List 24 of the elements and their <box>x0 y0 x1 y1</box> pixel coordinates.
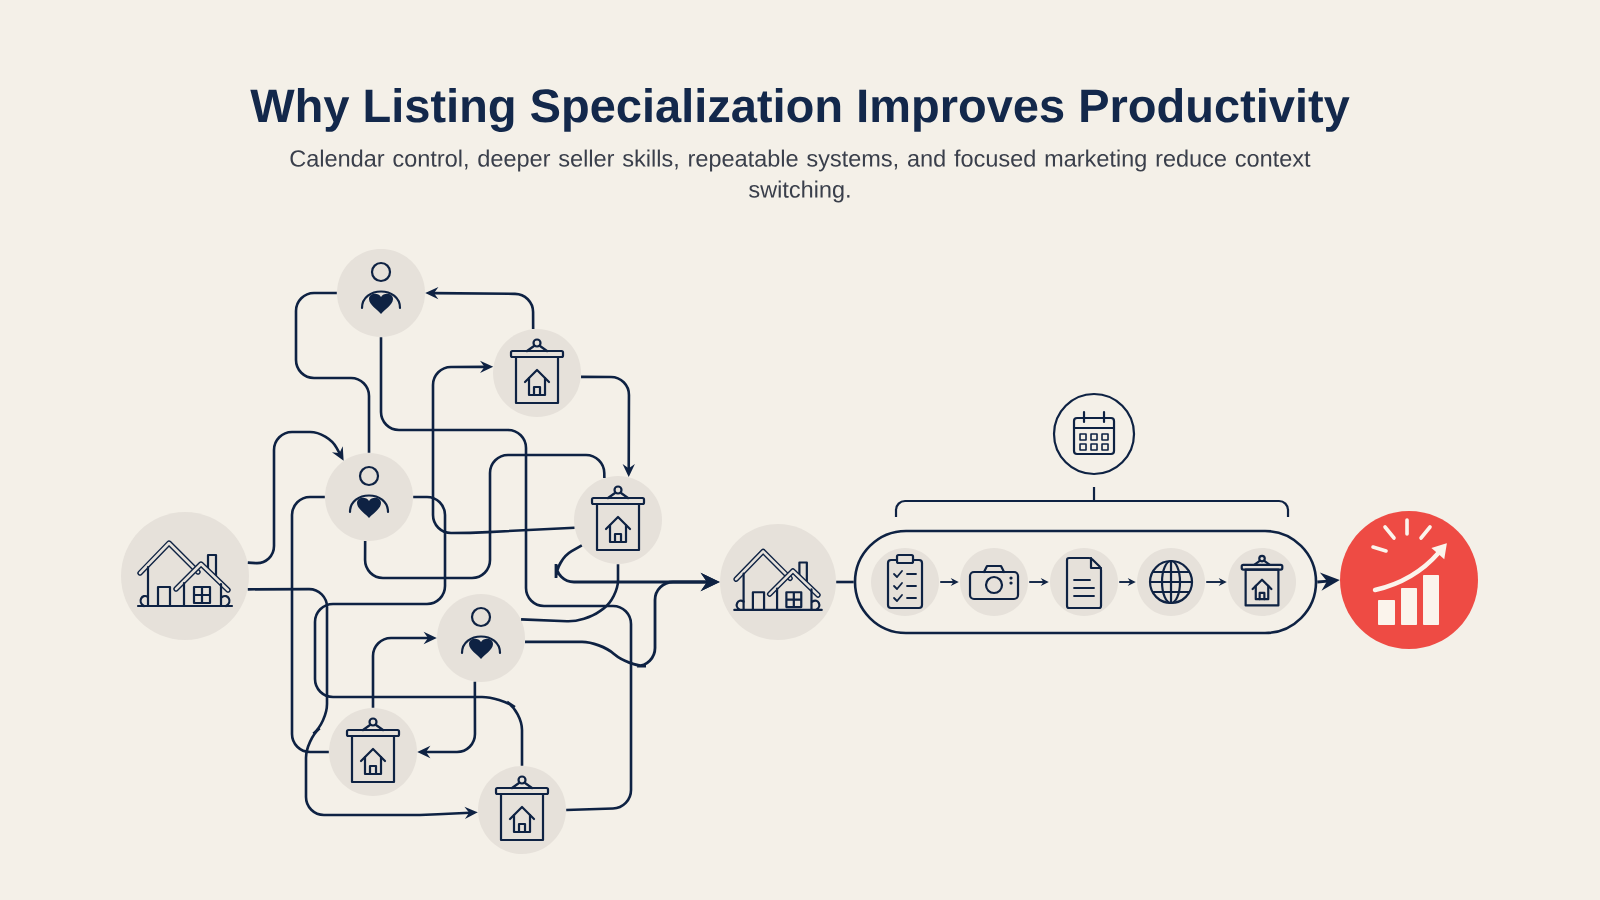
checklist-icon <box>871 548 939 616</box>
globe-icon <box>1137 548 1205 616</box>
listing-sign-icon <box>574 476 662 564</box>
listing-sign-icon <box>329 708 417 796</box>
connector-line <box>294 291 371 453</box>
house-icon <box>121 512 249 640</box>
connector-line <box>836 580 854 584</box>
subtitle: Calendar control, deeper seller skills, repeatable systems, and focused marketing reduce context switching. <box>290 149 1311 203</box>
growth-chart-icon <box>1340 511 1478 649</box>
listing-sign-icon <box>493 329 581 417</box>
arrow <box>431 360 575 535</box>
title: Why Listing Specialization Improves Productivity <box>250 88 1350 132</box>
house-icon <box>720 524 836 640</box>
connector-line <box>290 495 329 754</box>
calendar-icon <box>1052 392 1136 476</box>
connector-line <box>363 453 606 580</box>
connector-line <box>313 495 524 766</box>
connector-line <box>379 337 633 812</box>
connector-line <box>521 564 620 623</box>
camera-icon <box>960 548 1028 616</box>
listing-sign-icon <box>1228 548 1296 616</box>
listing-sign-icon <box>478 766 566 854</box>
document-icon <box>1050 548 1118 616</box>
arrow <box>247 430 344 565</box>
